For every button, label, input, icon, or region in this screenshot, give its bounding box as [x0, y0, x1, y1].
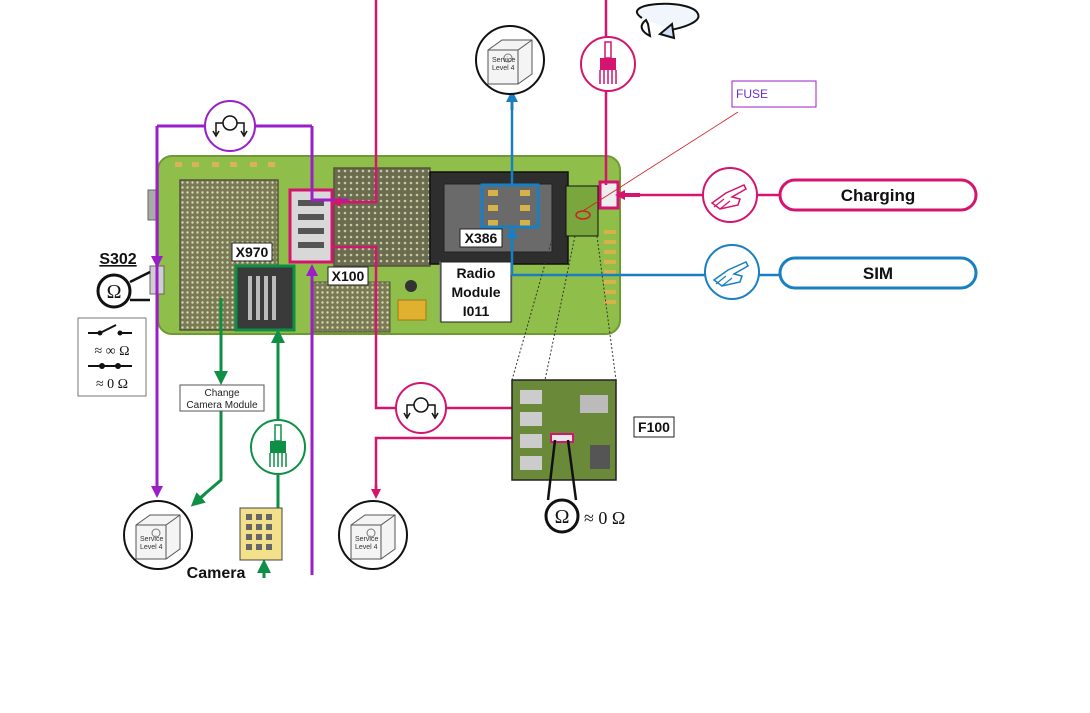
- svg-text:≈ 0 Ω: ≈ 0 Ω: [584, 508, 625, 528]
- rotate-arrow-icon: [636, 2, 700, 40]
- s302-label: S302: [99, 251, 136, 268]
- esd-brush-icon: [580, 36, 636, 92]
- x970-label: X970: [231, 242, 273, 262]
- hand-finger-icon: [702, 167, 758, 223]
- svg-text:FUSE: FUSE: [736, 87, 768, 101]
- green-path: [199, 298, 280, 575]
- svg-text:Service: Service: [492, 57, 515, 64]
- hand-finger-icon: [704, 244, 760, 300]
- svg-text:Module: Module: [452, 284, 501, 300]
- fuse-callout: FUSE: [582, 80, 817, 212]
- fuse-board-box: [598, 180, 620, 210]
- svg-text:SIM: SIM: [863, 264, 893, 283]
- camera-label: Camera: [187, 565, 246, 582]
- green-diag-arrow: [190, 492, 206, 507]
- svg-text:Camera Module: Camera Module: [186, 400, 258, 411]
- switch-open-icon: [88, 324, 132, 336]
- x100-label: X100: [327, 266, 369, 286]
- f100-label: F100: [633, 416, 675, 438]
- svg-text:Level 4: Level 4: [492, 65, 515, 72]
- switch-closed-icon: [88, 363, 132, 369]
- svg-text:≈ ∞ Ω: ≈ ∞ Ω: [94, 344, 129, 359]
- svg-text:Level 4: Level 4: [355, 544, 378, 551]
- svg-text:≈ 0 Ω: ≈ 0 Ω: [96, 377, 128, 392]
- x386-label: X386: [459, 228, 503, 248]
- radio-module-label: Radio Module I011: [440, 261, 512, 323]
- svg-text:X100: X100: [332, 268, 365, 284]
- ohmmeter-icon: [204, 100, 256, 152]
- sim-pill: SIM: [778, 256, 978, 290]
- svg-text:S302: S302: [99, 251, 136, 268]
- service-box-icon: Service Level 4: [123, 500, 193, 570]
- ohm-meter-symbol: Ω: [96, 270, 151, 309]
- svg-text:Radio: Radio: [457, 265, 496, 281]
- svg-text:I011: I011: [463, 303, 490, 319]
- esd-brush-icon: [250, 419, 306, 475]
- svg-text:Ω: Ω: [555, 506, 570, 528]
- svg-text:F100: F100: [638, 419, 670, 435]
- svg-text:X970: X970: [236, 244, 269, 260]
- svg-text:Level 4: Level 4: [140, 544, 163, 551]
- service-box-icon: Service Level 4: [475, 25, 545, 95]
- f100-zoom-inset: [511, 379, 617, 481]
- change-camera-box: Change Camera Module: [179, 384, 265, 412]
- camera-module-icon: [239, 507, 283, 561]
- switch-legend: ≈ ∞ Ω ≈ 0 Ω: [77, 317, 147, 397]
- pcb-board: [147, 155, 621, 335]
- f100-ohm-probe: Ω ≈ 0 Ω: [544, 439, 625, 534]
- svg-text:Ω: Ω: [107, 281, 122, 303]
- svg-text:Change: Change: [204, 388, 239, 399]
- svg-text:Service: Service: [355, 536, 378, 543]
- svg-text:X386: X386: [465, 230, 498, 246]
- svg-text:Service: Service: [140, 536, 163, 543]
- ohmmeter-icon: [395, 382, 447, 434]
- svg-text:Charging: Charging: [841, 186, 916, 205]
- service-box-icon: Service Level 4: [338, 500, 408, 570]
- f100-zoom-lines: [511, 235, 617, 381]
- charging-pill: Charging: [778, 178, 978, 212]
